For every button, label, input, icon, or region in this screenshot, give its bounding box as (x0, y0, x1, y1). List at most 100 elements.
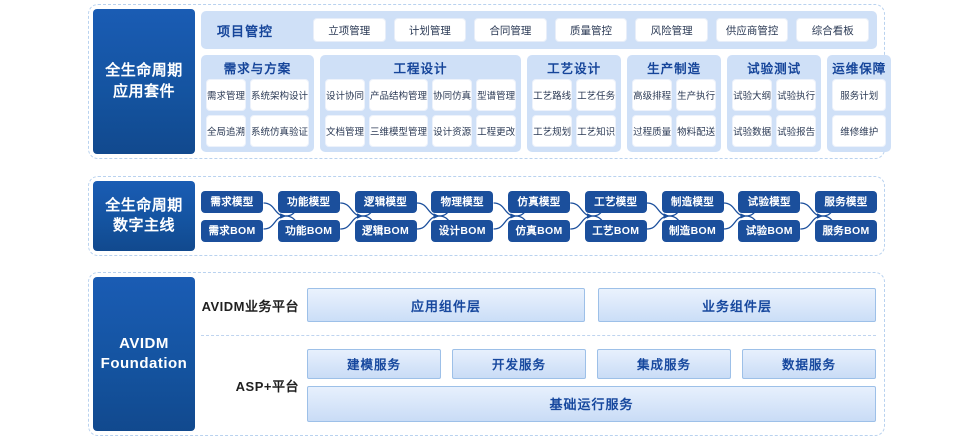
capability-cell[interactable]: 工程更改 (476, 115, 517, 147)
thread-bom-box[interactable]: 功能BOM (277, 219, 340, 242)
thread-bom-box[interactable]: 工艺BOM (584, 219, 647, 242)
thread-bom-box[interactable]: 仿真BOM (508, 219, 570, 242)
section-label-line2: Foundation (100, 355, 188, 372)
group-row: 维修维护 (832, 115, 887, 147)
capability-cell[interactable]: 试验数据 (732, 115, 773, 147)
thread-bom-box[interactable]: 需求BOM (201, 219, 263, 242)
pm-chip[interactable]: 风险管理 (635, 18, 708, 42)
thread-column: 仿真模型 仿真BOM (508, 182, 570, 250)
pm-chip[interactable]: 立项管理 (313, 18, 386, 42)
thread-column: 制造模型 制造BOM (661, 182, 724, 250)
section-label-avidm-foundation: AVIDM Foundation (93, 277, 195, 431)
asp-service-box[interactable]: 开发服务 (452, 348, 586, 379)
group-test-validation: 试验测试 试验大纲 试验执行 试验数据 试验报告 (727, 55, 822, 152)
base-runtime-service-box[interactable]: 基础运行服务 (307, 385, 876, 422)
capability-cell[interactable]: 协同仿真 (432, 79, 473, 111)
capability-cell[interactable]: 高级排程 (632, 79, 673, 111)
thread-bom-box[interactable]: 逻辑BOM (354, 219, 417, 242)
thread-model-box[interactable]: 仿真模型 (508, 190, 570, 213)
capability-cell[interactable]: 工艺知识 (576, 115, 617, 147)
group-grid: 设计协同 产品结构管理 协同仿真 型谱管理 文档管理 三维模型管理 设计资源 工… (325, 79, 517, 147)
capability-cell[interactable]: 维修维护 (832, 115, 887, 147)
capability-cell[interactable]: 全局追溯 (206, 115, 247, 147)
capability-cell[interactable]: 过程质量 (632, 115, 673, 147)
project-management-row: 项目管控 立项管理 计划管理 合同管理 质量管控 风险管理 供应商管控 综合看板 (201, 11, 877, 49)
group-grid: 工艺路线 工艺任务 工艺规划 工艺知识 (532, 79, 617, 147)
capability-cell[interactable]: 工艺规划 (532, 115, 573, 147)
pm-chip[interactable]: 供应商管控 (715, 18, 789, 42)
capability-cell[interactable]: 系统架构设计 (250, 79, 310, 111)
pm-chip[interactable]: 合同管理 (474, 18, 547, 42)
capability-cell[interactable]: 试验执行 (776, 79, 817, 111)
section-label-application-suite: 全生命周期 应用套件 (93, 9, 195, 154)
group-row: 全局追溯 系统仿真验证 (206, 115, 310, 147)
capability-cell[interactable]: 生产执行 (676, 79, 717, 111)
asp-service-box[interactable]: 数据服务 (742, 348, 876, 379)
group-row: 文档管理 三维模型管理 设计资源 工程更改 (325, 115, 517, 147)
business-layer-box[interactable]: 应用组件层 (307, 288, 585, 322)
asp-service-stack: 建模服务 开发服务 集成服务 数据服务 基础运行服务 (307, 348, 876, 422)
thread-column: 试验模型 试验BOM (738, 182, 801, 250)
pm-chip[interactable]: 计划管理 (393, 18, 467, 42)
thread-model-box[interactable]: 功能模型 (277, 190, 340, 213)
capability-cell[interactable]: 需求管理 (206, 79, 247, 111)
thread-model-box[interactable]: 试验模型 (738, 190, 801, 213)
group-grid: 需求管理 系统架构设计 全局追溯 系统仿真验证 (206, 79, 310, 147)
group-grid: 服务计划 维修维护 (832, 79, 887, 147)
digital-thread-body: 需求模型 需求BOM 功能模型 功能BOM 逻辑模型 逻辑BOM 物理模型 设计… (201, 182, 877, 250)
section-avidm-foundation: AVIDM Foundation AVIDM业务平台 应用组件层 业务组件层 A… (88, 272, 885, 436)
capability-cell[interactable]: 试验大纲 (732, 79, 773, 111)
group-engineering-design: 工程设计 设计协同 产品结构管理 协同仿真 型谱管理 文档管理 三维模型管理 设… (320, 55, 522, 152)
thread-model-box[interactable]: 制造模型 (661, 190, 724, 213)
thread-bom-box[interactable]: 服务BOM (815, 219, 877, 242)
section-label-line1: AVIDM (119, 334, 169, 352)
thread-column: 服务模型 服务BOM (815, 182, 877, 250)
section-label-line1: 全生命周期 (105, 196, 183, 214)
group-title: 需求与方案 (223, 62, 292, 76)
capability-cell[interactable]: 工艺任务 (576, 79, 617, 111)
capability-cell[interactable]: 文档管理 (325, 115, 366, 147)
capability-cell[interactable]: 型谱管理 (476, 79, 517, 111)
asp-service-row: 建模服务 开发服务 集成服务 数据服务 (307, 348, 876, 379)
foundation-divider (201, 335, 876, 336)
asp-service-box[interactable]: 集成服务 (597, 348, 731, 379)
capability-groups: 需求与方案 需求管理 系统架构设计 全局追溯 系统仿真验证 工程设计 (201, 55, 892, 152)
capability-cell[interactable]: 产品结构管理 (369, 79, 429, 111)
thread-model-box[interactable]: 工艺模型 (584, 190, 647, 213)
group-operation-support: 运维保障 服务计划 维修维护 (827, 55, 892, 152)
business-platform-row: AVIDM业务平台 应用组件层 业务组件层 (201, 279, 876, 331)
thread-model-box[interactable]: 物理模型 (431, 190, 494, 213)
thread-model-box[interactable]: 服务模型 (815, 190, 877, 213)
capability-cell[interactable]: 三维模型管理 (369, 115, 429, 147)
capability-cell[interactable]: 设计协同 (325, 79, 366, 111)
thread-model-box[interactable]: 需求模型 (201, 190, 263, 213)
digital-thread-columns: 需求模型 需求BOM 功能模型 功能BOM 逻辑模型 逻辑BOM 物理模型 设计… (201, 182, 877, 250)
foundation-body: AVIDM业务平台 应用组件层 业务组件层 ASP+平台 建模服务 开发服务 集… (201, 279, 876, 429)
pm-chip[interactable]: 质量管控 (554, 18, 628, 42)
thread-column: 逻辑模型 逻辑BOM (354, 182, 417, 250)
pm-chip[interactable]: 综合看板 (796, 18, 870, 42)
thread-column: 需求模型 需求BOM (201, 182, 263, 250)
asp-platform-label: ASP+平台 (235, 378, 299, 394)
thread-model-box[interactable]: 逻辑模型 (354, 190, 417, 213)
section-label-line1: 全生命周期 (105, 62, 183, 80)
group-row: 工艺规划 工艺知识 (532, 115, 617, 147)
capability-cell[interactable]: 系统仿真验证 (250, 115, 310, 147)
capability-cell[interactable]: 试验报告 (776, 115, 817, 147)
group-title: 工艺设计 (547, 62, 602, 76)
business-layer-box[interactable]: 业务组件层 (598, 288, 876, 322)
application-suite-body: 项目管控 立项管理 计划管理 合同管理 质量管控 风险管理 供应商管控 综合看板… (201, 11, 892, 152)
capability-cell[interactable]: 设计资源 (432, 115, 473, 147)
asp-service-box[interactable]: 建模服务 (307, 348, 441, 379)
business-layer-boxes: 应用组件层 业务组件层 (307, 288, 876, 322)
thread-column: 工艺模型 工艺BOM (584, 182, 647, 250)
capability-cell[interactable]: 服务计划 (832, 79, 887, 111)
group-requirements: 需求与方案 需求管理 系统架构设计 全局追溯 系统仿真验证 (201, 55, 315, 152)
thread-bom-box[interactable]: 试验BOM (738, 219, 801, 242)
group-row: 需求管理 系统架构设计 (206, 79, 310, 111)
group-row: 服务计划 (832, 79, 887, 111)
capability-cell[interactable]: 工艺路线 (532, 79, 573, 111)
thread-bom-box[interactable]: 设计BOM (431, 219, 494, 242)
thread-bom-box[interactable]: 制造BOM (661, 219, 724, 242)
capability-cell[interactable]: 物料配送 (676, 115, 717, 147)
